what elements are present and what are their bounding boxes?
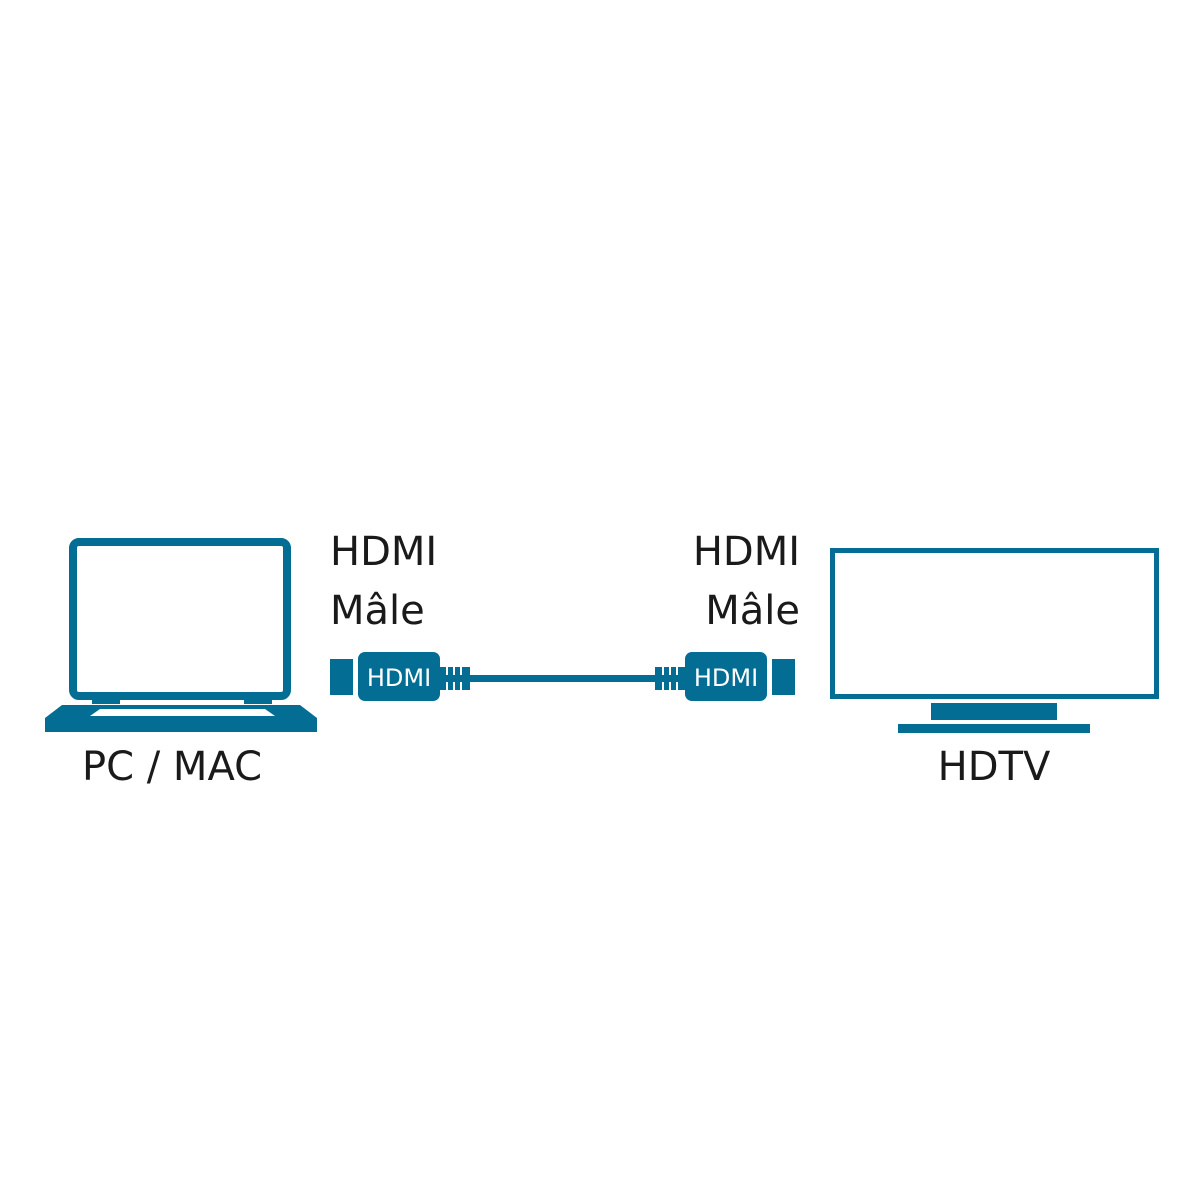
right-plug-label: HDMI xyxy=(694,664,758,692)
left-plug-label: HDMI xyxy=(367,664,431,692)
left-connector-gender: Mâle xyxy=(330,588,425,634)
right-connector-type: HDMI xyxy=(693,529,800,575)
hdtv-label: HDTV xyxy=(938,744,1051,790)
tv-icon xyxy=(830,548,1159,733)
right-connector-gender: Mâle xyxy=(705,588,800,634)
pc-mac-label: PC / MAC xyxy=(82,744,262,790)
left-connector-type: HDMI xyxy=(330,529,437,575)
hdmi-cable xyxy=(330,652,795,701)
laptop-icon xyxy=(45,538,317,732)
